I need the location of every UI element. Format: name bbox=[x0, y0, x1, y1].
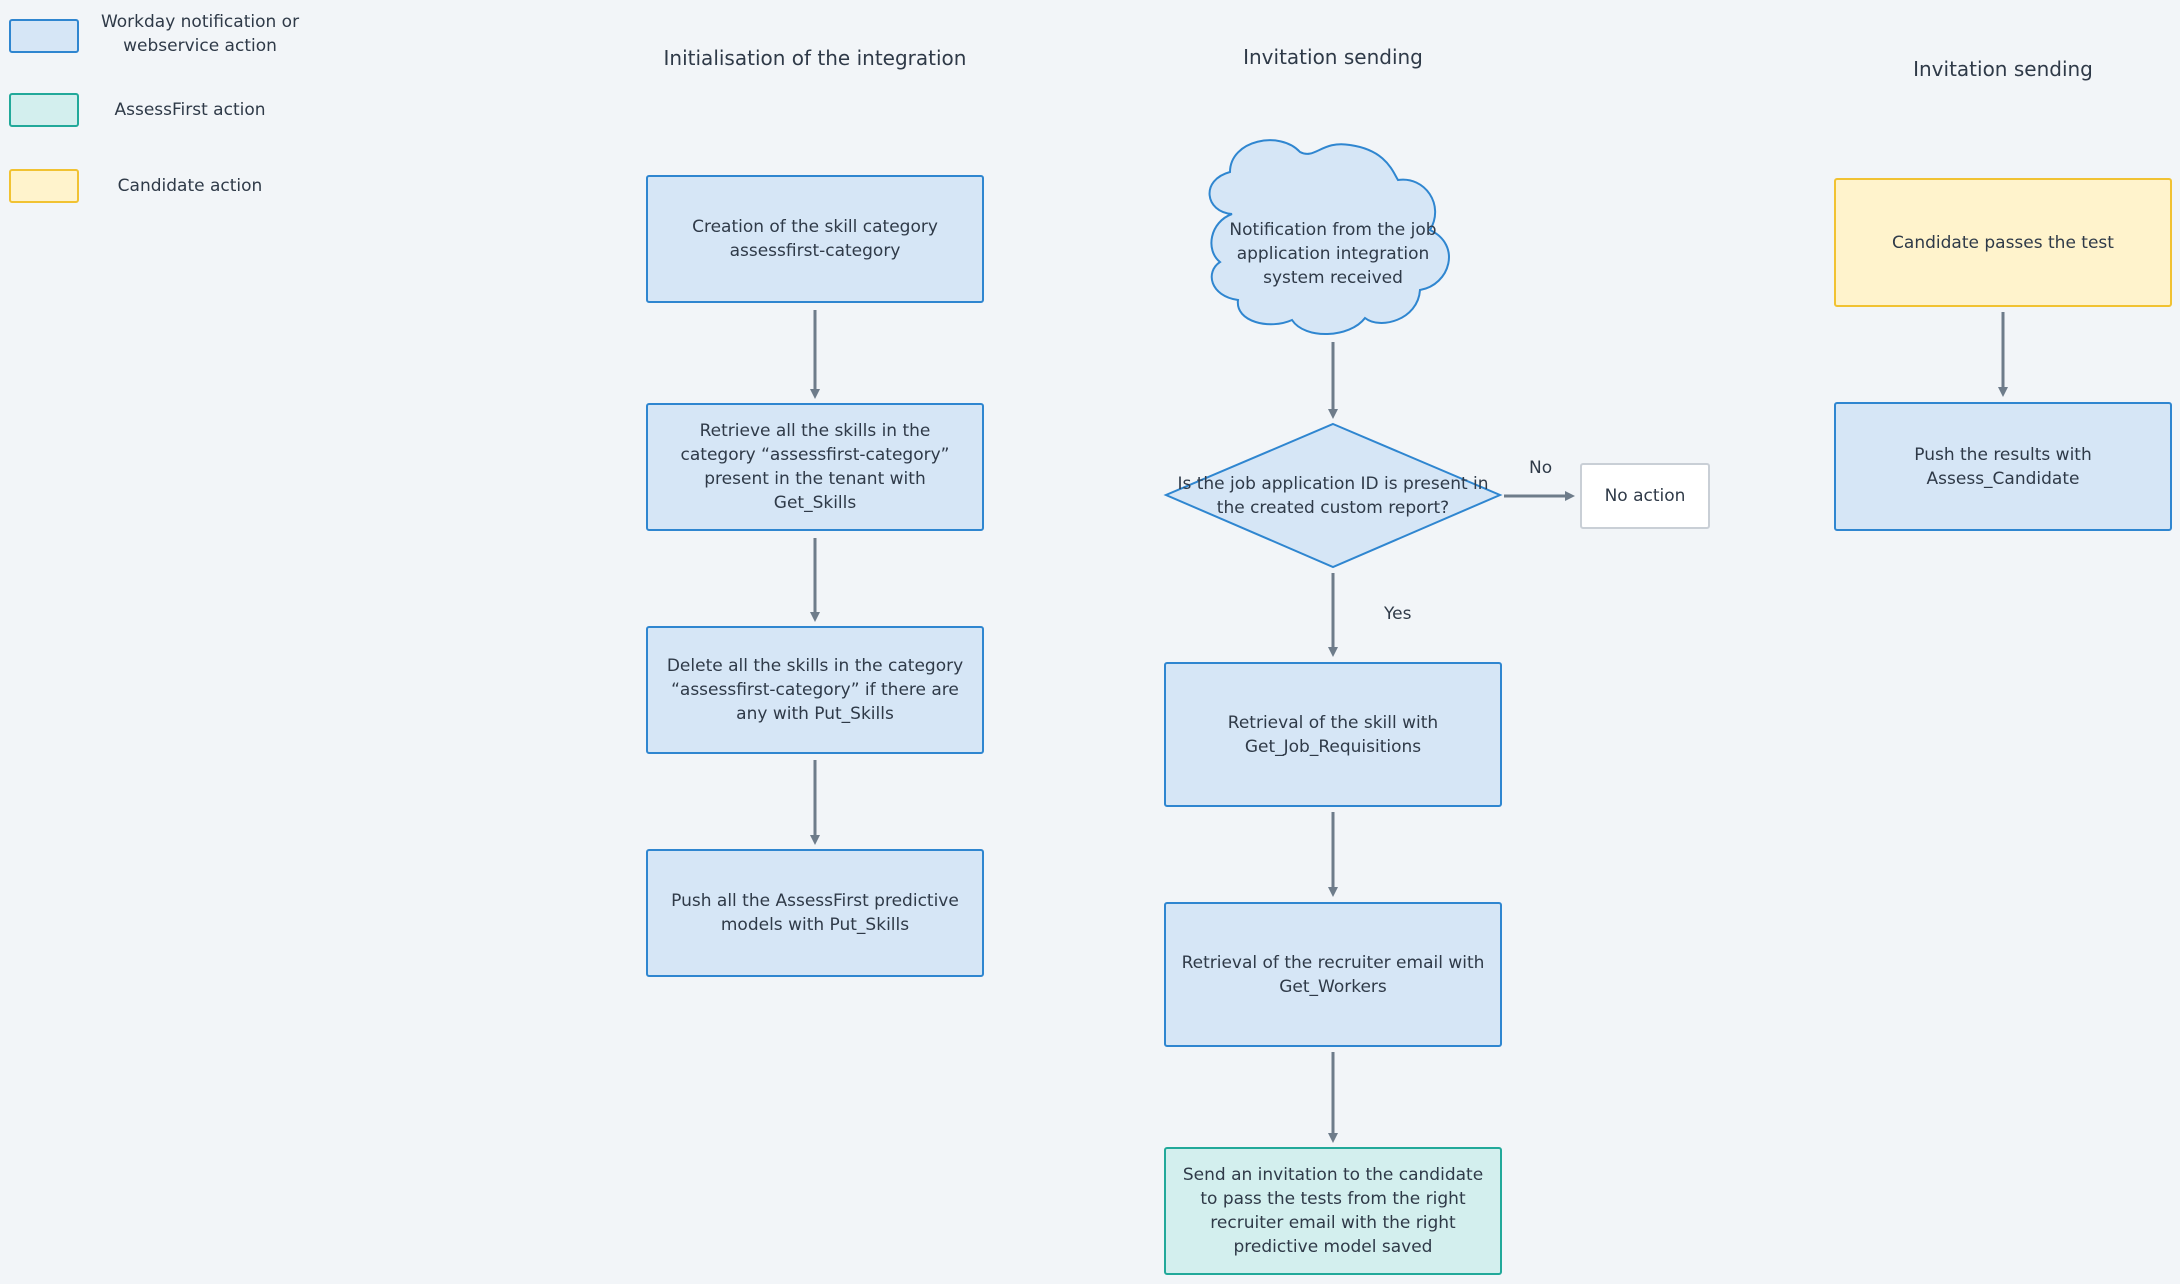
step-send-invitation: Send an invitation to the candidate to p… bbox=[1164, 1147, 1502, 1275]
column-title-results: Invitation sending bbox=[1913, 57, 2093, 81]
step-create-skill-category: Creation of the skill category assessfir… bbox=[646, 175, 984, 303]
step-candidate-passes-test: Candidate passes the test bbox=[1834, 178, 2172, 307]
decision-diamond-shape bbox=[1163, 422, 1503, 569]
legend-label-assessfirst: AssessFirst action bbox=[114, 100, 266, 120]
step-push-predictive-models: Push all the AssessFirst predictive mode… bbox=[646, 849, 984, 977]
legend-swatch-candidate bbox=[9, 169, 79, 203]
step-retrieve-recruiter-email: Retrieval of the recruiter email with Ge… bbox=[1164, 902, 1502, 1047]
notification-cloud-shape bbox=[1208, 139, 1450, 335]
step-push-results: Push the results with Assess_Candidate bbox=[1834, 402, 2172, 531]
step-delete-skills: Delete all the skills in the category “a… bbox=[646, 626, 984, 754]
step-retrieve-skill-job-requisitions: Retrieval of the skill with Get_Job_Requ… bbox=[1164, 662, 1502, 807]
notification-cloud-text: Notification from the job application in… bbox=[1229, 220, 1437, 288]
step-retrieve-skills: Retrieve all the skills in the category … bbox=[646, 403, 984, 531]
edge-label-yes: Yes bbox=[1384, 604, 1412, 624]
legend-label-workday: Workday notification or webservice actio… bbox=[100, 12, 300, 56]
legend-swatch-assessfirst bbox=[9, 93, 79, 127]
column-title-initialisation: Initialisation of the integration bbox=[663, 46, 967, 70]
legend-swatch-workday bbox=[9, 19, 79, 53]
decision-question: Is the job application ID is present in … bbox=[1177, 474, 1489, 518]
legend-label-candidate: Candidate action bbox=[117, 176, 263, 196]
step-no-action: No action bbox=[1580, 463, 1710, 529]
column-title-invitation: Invitation sending bbox=[1243, 45, 1423, 69]
edge-label-no: No bbox=[1529, 458, 1553, 478]
